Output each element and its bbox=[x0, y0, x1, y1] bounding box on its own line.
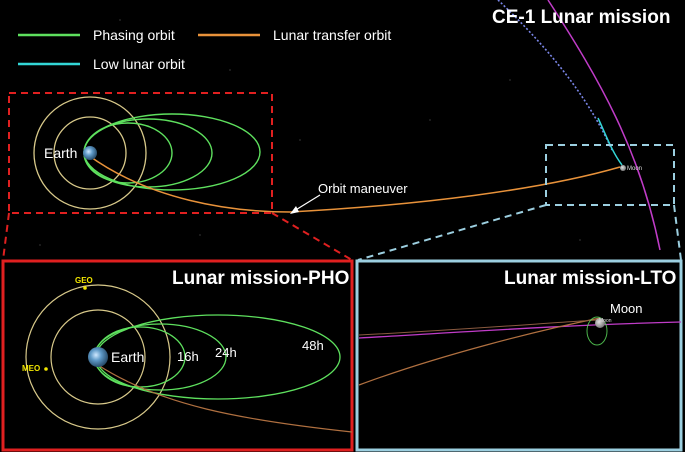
maneuver-arrow-line bbox=[293, 194, 321, 212]
lto-panel bbox=[355, 259, 683, 452]
lto-connector-right bbox=[673, 204, 682, 261]
top-inner-orbits bbox=[33, 96, 147, 210]
legend-transfer-label: Lunar transfer orbit bbox=[273, 27, 392, 43]
top-phasing-orbits bbox=[83, 113, 261, 191]
maneuver-arrowhead-icon bbox=[290, 206, 299, 214]
orbit-label-24h: 24h bbox=[215, 345, 237, 360]
geo-label: GEO bbox=[75, 276, 93, 285]
pho-panel-title: Lunar mission-PHO bbox=[172, 268, 350, 289]
pho-inner-orbits bbox=[25, 284, 171, 430]
page-title: CE-1 Lunar mission bbox=[492, 7, 671, 28]
moon-orbit-arc bbox=[547, 0, 661, 251]
lto-low-lunar-orbit bbox=[586, 316, 608, 346]
geo-marker-icon bbox=[83, 286, 87, 290]
lto-transfer-orbit bbox=[358, 317, 601, 386]
orbit-label-48h: 48h bbox=[302, 338, 324, 353]
pho-earth-icon bbox=[88, 347, 108, 367]
lto-transfer-orbit-2 bbox=[358, 319, 599, 336]
top-transfer-orbit bbox=[87, 154, 621, 213]
legend-low-lunar-label: Low lunar orbit bbox=[93, 56, 185, 72]
pho-transfer-orbit bbox=[97, 364, 353, 433]
pho-connector-right bbox=[271, 212, 353, 261]
pho-earth-label: Earth bbox=[111, 349, 145, 365]
top-moon-label: Moon bbox=[627, 166, 643, 172]
maneuver-label: Orbit maneuver bbox=[318, 181, 408, 196]
lto-selection-frame bbox=[545, 144, 675, 206]
earth-icon bbox=[83, 146, 97, 160]
meo-marker-icon bbox=[44, 367, 48, 371]
lto-moon-label: Moon bbox=[610, 301, 643, 316]
pho-connector-left bbox=[2, 212, 10, 261]
lto-connector-left bbox=[357, 204, 547, 261]
moon-track-arc bbox=[497, 0, 613, 151]
lto-moon-small-label: Moon bbox=[599, 318, 612, 324]
top-earth-label: Earth bbox=[44, 145, 78, 161]
meo-label: MEO bbox=[22, 364, 41, 373]
moon-icon bbox=[620, 165, 626, 171]
legend-phasing-label: Phasing orbit bbox=[93, 27, 175, 43]
low-lunar-orbit-path bbox=[597, 117, 623, 166]
orbit-label-16h: 16h bbox=[177, 349, 199, 364]
lto-moon-orbit bbox=[358, 321, 682, 339]
lto-moon-icon bbox=[595, 318, 605, 328]
lto-panel-title: Lunar mission-LTO bbox=[504, 268, 677, 289]
